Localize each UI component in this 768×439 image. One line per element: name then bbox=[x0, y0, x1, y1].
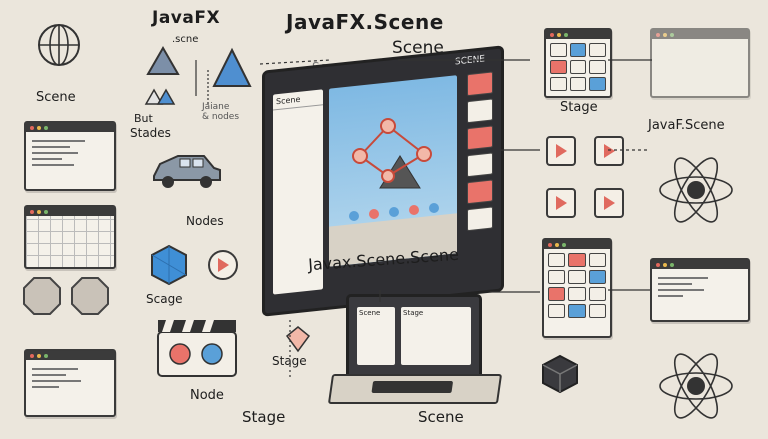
node-graph bbox=[349, 118, 439, 221]
scage-label: Scage bbox=[146, 292, 183, 306]
node-label: Node bbox=[190, 388, 224, 403]
laptop-pane-1: Scene bbox=[357, 307, 395, 365]
stage-label-right: Stage bbox=[560, 100, 598, 115]
hexagon-icon bbox=[151, 244, 187, 286]
stage-grid-window bbox=[544, 28, 612, 98]
globe-icon bbox=[38, 24, 80, 66]
stades-label: Stades bbox=[130, 126, 171, 140]
play-icon-1 bbox=[546, 136, 576, 166]
code-window-1 bbox=[24, 121, 116, 191]
nodes-grid-window bbox=[542, 238, 612, 338]
octagon-icon-2 bbox=[71, 277, 109, 315]
laptop-pane-2: Stage bbox=[401, 307, 471, 365]
laptop-screen: Scene Stage bbox=[346, 294, 482, 380]
nodes-label: Nodes bbox=[186, 214, 224, 228]
javaf-scene-label: JavaF.Scene bbox=[648, 118, 725, 133]
stage-label-small: Stage bbox=[272, 354, 307, 368]
cube-icon bbox=[542, 354, 578, 394]
code-window-right bbox=[650, 258, 750, 322]
triangle-icon-large bbox=[212, 47, 252, 87]
connectors-right bbox=[608, 59, 652, 291]
javafx-scene-title: JavaFX.Scene bbox=[286, 10, 444, 34]
film-clapper-icon bbox=[157, 320, 237, 377]
scene-bottom-label: Scene bbox=[418, 408, 464, 426]
small-shapes-icon bbox=[144, 88, 176, 105]
triangle-icon bbox=[146, 45, 180, 75]
scene-label-left: Scene bbox=[36, 90, 76, 105]
octagon-icon bbox=[23, 277, 61, 315]
play-icon-4 bbox=[594, 188, 624, 218]
faded-window bbox=[650, 28, 750, 98]
grid-window bbox=[24, 205, 116, 269]
play-icon-3 bbox=[546, 188, 576, 218]
connectors-middle bbox=[259, 59, 540, 380]
atom-icon-2 bbox=[659, 353, 733, 419]
jaiane-nodes-label: Jaiane & nodes bbox=[202, 102, 240, 122]
code-window-2 bbox=[24, 349, 116, 417]
javafx-label: JavaFX bbox=[152, 8, 221, 28]
car-icon bbox=[153, 155, 221, 188]
connector-lines-top bbox=[195, 60, 209, 104]
atom-icon bbox=[659, 157, 733, 223]
scne-label: .scne bbox=[172, 34, 199, 45]
stage-label-bottom: Stage bbox=[242, 408, 286, 426]
play-icon-left bbox=[208, 250, 238, 280]
diamond-icon bbox=[285, 326, 311, 353]
but-label: But bbox=[134, 112, 153, 125]
play-icon-2 bbox=[594, 136, 624, 166]
